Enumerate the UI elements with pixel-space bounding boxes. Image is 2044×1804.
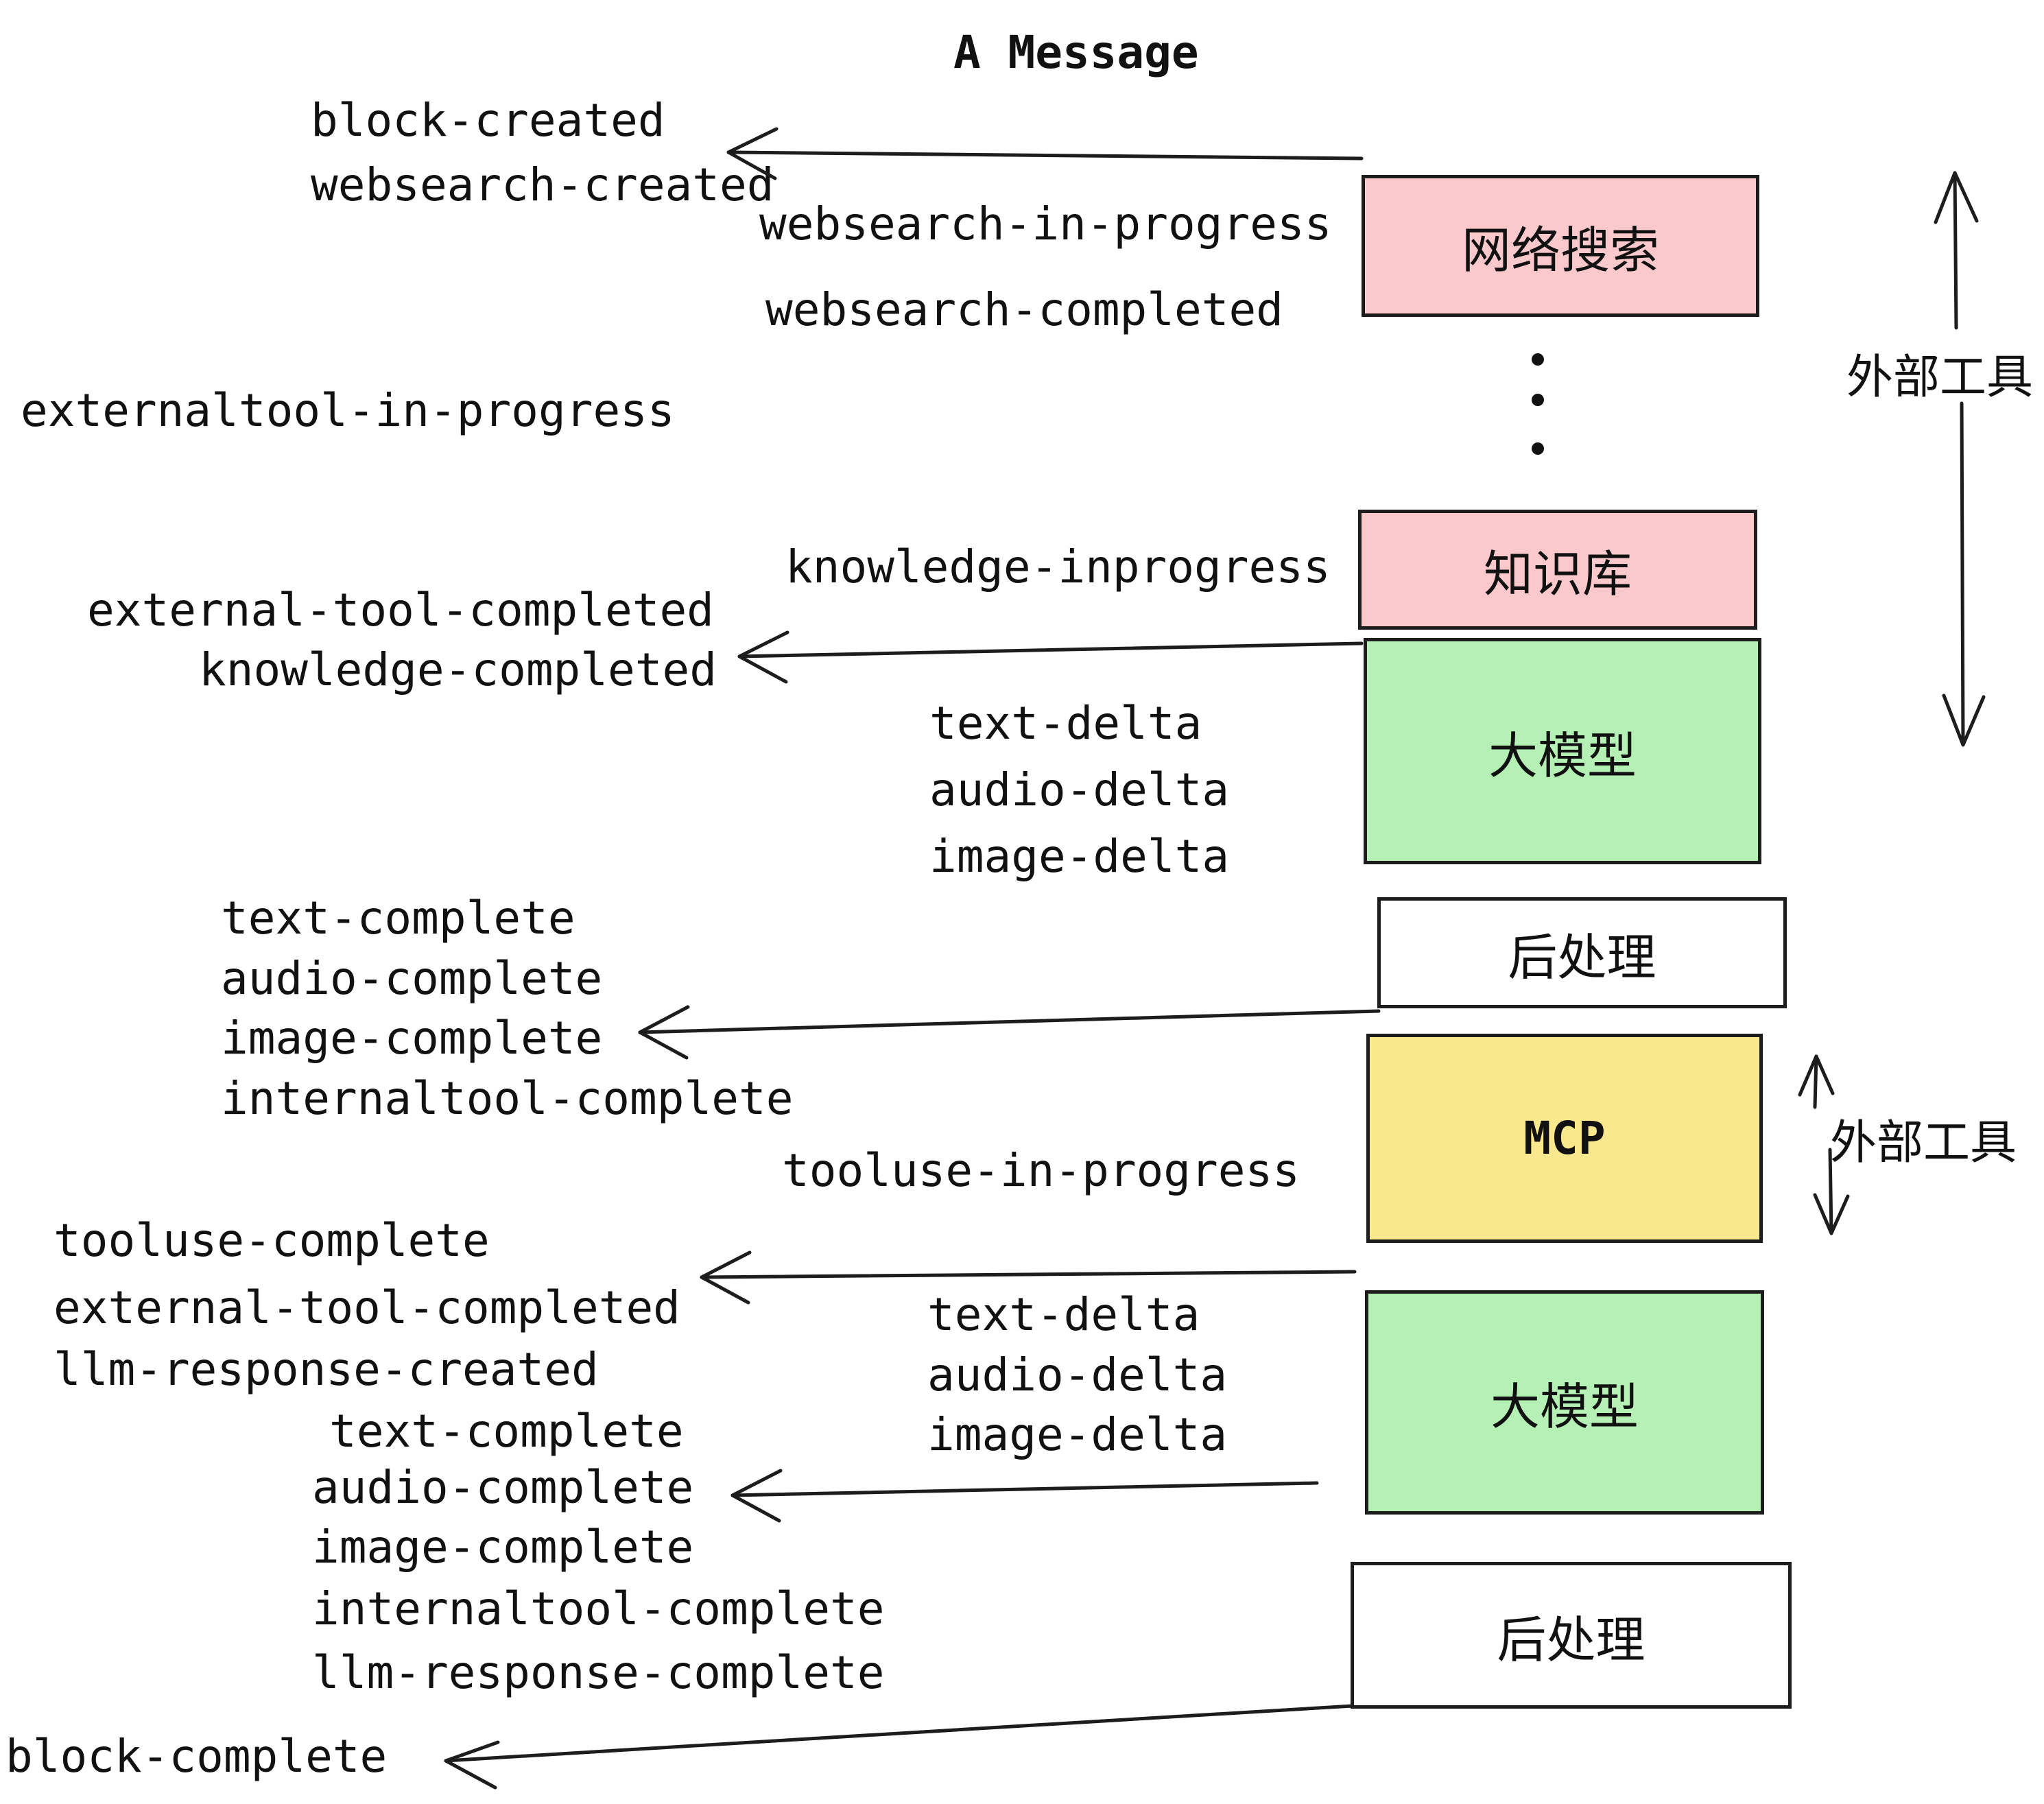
external-tools-bottom-label: 外部工具 xyxy=(1830,1117,2017,1169)
external-tools-top-label: 外部工具 xyxy=(1846,351,2034,403)
event-label-text-delta-1: text-delta xyxy=(929,697,1202,750)
event-label-block-created: block-created xyxy=(311,94,665,147)
box-post-bottom: 后处理 xyxy=(1351,1562,1792,1709)
event-label-image-delta-2: image-delta xyxy=(927,1408,1228,1461)
event-label-text-complete-2: text-complete xyxy=(329,1405,684,1458)
arrow-to-audio-complete xyxy=(730,1469,1319,1523)
arrow-to-block-complete xyxy=(444,1704,1355,1790)
ellipsis-dot-3 xyxy=(1532,442,1544,455)
box-llm-top: 大模型 xyxy=(1364,638,1761,864)
event-label-tooluse-complete: tooluse-complete xyxy=(54,1214,490,1267)
event-label-image-complete-2: image-complete xyxy=(312,1521,694,1574)
event-label-externaltool-in-progress: externaltool-in-progress xyxy=(21,384,675,437)
box-post-top: 后处理 xyxy=(1377,897,1787,1008)
event-label-audio-delta-2: audio-delta xyxy=(927,1349,1228,1401)
event-label-external-tool-completed-2: external-tool-completed xyxy=(54,1281,680,1334)
event-label-text-complete-1: text-complete xyxy=(221,892,575,945)
external-tools-top-up-arrow xyxy=(1934,171,1979,330)
event-label-external-tool-completed: external-tool-completed xyxy=(87,584,714,637)
box-llm-top-label: 大模型 xyxy=(1488,728,1637,784)
event-label-llm-response-complete: llm-response-complete xyxy=(312,1646,885,1699)
box-llm-bottom-label: 大模型 xyxy=(1490,1380,1639,1435)
event-label-knowledge-completed: knowledge-completed xyxy=(199,643,717,696)
box-llm-bottom: 大模型 xyxy=(1365,1290,1764,1515)
event-label-audio-complete-1: audio-complete xyxy=(221,952,603,1005)
external-tools-top-down-arrow xyxy=(1942,401,1986,747)
box-knowledge-label: 知识库 xyxy=(1483,547,1632,602)
external-tools-bottom-up-arrow xyxy=(1798,1054,1835,1109)
event-label-internaltool-complete-2: internaltool-complete xyxy=(312,1582,885,1635)
box-websearch: 网络搜索 xyxy=(1362,175,1759,317)
arrow-to-block-created xyxy=(726,127,1364,180)
ellipsis-dot-2 xyxy=(1532,394,1544,406)
event-label-websearch-created: websearch-created xyxy=(311,158,774,211)
event-label-internaltool-complete-1: internaltool-complete xyxy=(221,1072,794,1125)
event-label-image-complete-1: image-complete xyxy=(221,1012,603,1065)
event-label-knowledge-inprogress: knowledge-inprogress xyxy=(785,541,1331,593)
event-label-block-complete: block-complete xyxy=(5,1730,388,1783)
ellipsis-dot-1 xyxy=(1532,353,1544,366)
box-websearch-label: 网络搜索 xyxy=(1461,224,1659,278)
event-label-tooluse-in-progress: tooluse-in-progress xyxy=(782,1144,1300,1197)
event-label-text-delta-2: text-delta xyxy=(927,1288,1200,1341)
event-label-websearch-in-progress: websearch-in-progress xyxy=(759,198,1332,250)
event-label-llm-response-created: llm-response-created xyxy=(54,1343,599,1396)
box-mcp-label: MCP xyxy=(1523,1112,1606,1165)
event-label-audio-complete-2: audio-complete xyxy=(312,1461,694,1514)
box-mcp: MCP xyxy=(1366,1034,1763,1243)
event-label-websearch-completed: websearch-completed xyxy=(765,283,1283,336)
box-post-top-label: 后处理 xyxy=(1508,930,1656,986)
event-label-audio-delta-1: audio-delta xyxy=(929,763,1230,816)
box-post-bottom-label: 后处理 xyxy=(1497,1613,1645,1668)
event-label-image-delta-1: image-delta xyxy=(929,830,1230,883)
arrow-to-knowledge-completed xyxy=(737,630,1364,684)
arrow-to-image-complete xyxy=(638,1005,1381,1060)
diagram-title: A Message xyxy=(953,26,1199,79)
box-knowledge: 知识库 xyxy=(1358,510,1757,630)
